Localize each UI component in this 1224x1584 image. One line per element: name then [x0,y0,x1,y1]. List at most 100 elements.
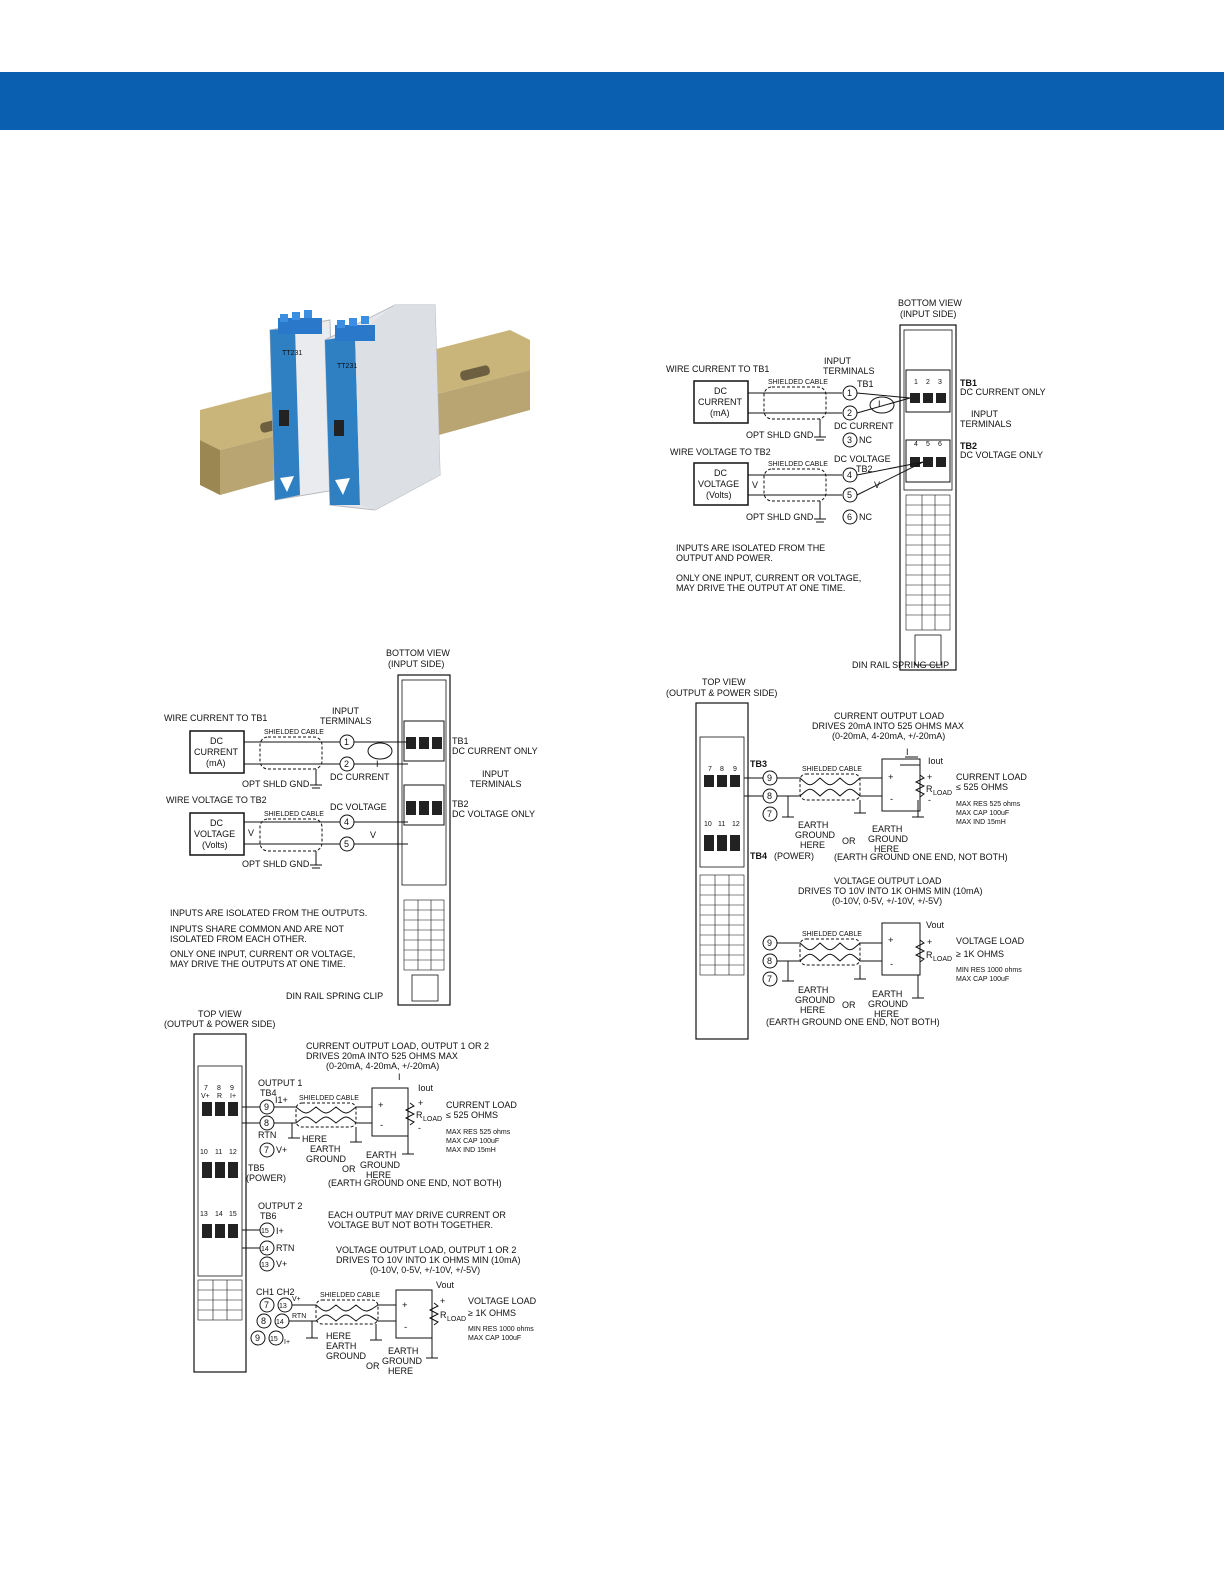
bl-current-load: CURRENT LOAD [446,1100,517,1110]
bl-power: (POWER) [246,1173,286,1183]
tb4-pin-12: 12 [732,821,740,828]
le-525-label: ≤ 525 OHMS [956,782,1008,792]
input-wiring-diagram-dual: BOTTOM VIEW (INPUT SIDE) TB1 DC CURRENT … [164,648,538,1006]
dc-current-box-3: (mA) [710,408,730,418]
shielded-label-6: SHIELDED CABLE [264,811,324,818]
svg-text:-: - [890,959,893,970]
bl-pin-9: 9 [230,1085,234,1092]
bl-earth-1: EARTH [310,1144,340,1154]
note-1b: OUTPUT AND POWER. [676,553,773,563]
shielded-cable-label-3: SHIELDED CABLE [802,766,862,773]
max-res-label: MAX RES 525 ohms [956,801,1021,808]
bl-pin-r: R [217,1093,222,1100]
dc-current-label: DC CURRENT [834,421,894,431]
svg-text:-: - [418,1123,421,1133]
tb2-pin-4: 4 [914,441,918,448]
term-4: 4 [847,470,852,480]
bl-cur-load-3: (0-20mA, 4-20mA, +/-20mA) [326,1061,439,1071]
bl-pin-10: 10 [200,1149,208,1156]
ml-note-2a: INPUTS SHARE COMMON AND ARE NOT [170,924,345,934]
bottom-view-label-2: BOTTOM VIEW [386,648,450,658]
bl-tb4: TB4 [260,1088,277,1098]
bl-pin-8: 8 [217,1085,221,1092]
bl-i1plus: I1+ [275,1095,288,1105]
bl-iout: Iout [418,1083,434,1093]
ml-opt-shld-2: OPT SHLD GND [242,859,310,869]
tb2-label: TB2 [960,441,977,451]
voltage-load-title-1: VOLTAGE OUTPUT LOAD [834,876,942,886]
bl-voltage-load: VOLTAGE LOAD [468,1296,537,1306]
din-rail-clip-label: DIN RAIL SPRING CLIP [852,660,949,670]
input-terminals-right-2: TERMINALS [960,419,1012,429]
max-cap-label-2: MAX CAP 100uF [956,976,1009,983]
svg-text:+: + [440,1296,445,1306]
wire-current-label: WIRE CURRENT TO TB1 [666,364,769,374]
module-a-label: TT231 [282,350,302,357]
tb4-pin-10: 10 [704,821,712,828]
opt-shld-gnd-2: OPT SHLD GND [746,512,814,522]
here-2: HERE [874,844,899,854]
one-end-2: (EARTH GROUND ONE END, NOT BOTH) [766,1017,940,1027]
min-res-label: MIN RES 1000 ohms [956,967,1022,974]
bl-vplus-2: V+ [276,1259,287,1269]
bl-cur-load-2: DRIVES 20mA INTO 525 OHMS MAX [306,1051,458,1061]
ml-v-source: V [248,828,254,838]
bl-volt-load-1: VOLTAGE OUTPUT LOAD, OUTPUT 1 OR 2 [336,1245,516,1255]
ground-1: GROUND [795,830,835,840]
tb2-label-2: TB2 [452,799,469,809]
bl-pin-iplus: I+ [230,1093,236,1100]
current-load-title-1: CURRENT OUTPUT LOAD [834,711,945,721]
rload-sub-2: LOAD [933,956,952,963]
bl-rtn-2: RTN [276,1243,294,1253]
bl-shielded-2: SHIELDED CABLE [320,1292,380,1299]
module-b-label: TT231 [337,363,357,370]
ml-note-3a: ONLY ONE INPUT, CURRENT OR VOLTAGE, [170,949,355,959]
v-source-label: V [752,480,758,490]
dc-box-a1: DC [210,736,223,746]
bl-tb5: TB5 [248,1163,265,1173]
bl-ground-1: GROUND [306,1154,346,1164]
terminals-right-2: TERMINALS [470,779,522,789]
bl-term-9: 9 [264,1102,269,1112]
earth-3: EARTH [798,985,828,995]
header-banner [0,72,1224,130]
v-arrow-label: V [874,480,880,490]
shielded-cable-label-2: SHIELDED CABLE [768,461,828,468]
earth-1: EARTH [798,820,828,830]
bl-or-1: OR [342,1164,356,1174]
ml-dc-voltage: DC VOLTAGE [330,802,387,812]
svg-text:-: - [928,795,931,805]
bl-pin-15: 15 [229,1211,237,1218]
svg-text:-: - [890,794,893,805]
tb1-inline: TB1 [857,379,874,389]
bl-here-4: HERE [388,1366,413,1376]
voltage-load-title-2: DRIVES TO 10V INTO 1K OHMS MIN (10mA) [798,886,983,896]
ml-opt-shld-1: OPT SHLD GND [242,779,310,789]
module-b: TT231 [280,304,441,511]
current-load-title-3: (0-20mA, 4-20mA, +/-20mA) [832,731,945,741]
bl-ground-2: GROUND [360,1160,400,1170]
tb1-label: TB1 [960,378,977,388]
ml-note-3b: MAY DRIVE THE OUTPUTS AT ONE TIME. [170,959,346,969]
bl-earth-3: EARTH [326,1341,356,1351]
here-1: HERE [800,840,825,850]
output-side-label: (OUTPUT & POWER SIDE) [666,688,777,698]
out-term-8: 8 [767,791,772,801]
one-end-1: (EARTH GROUND ONE END, NOT BOTH) [834,852,1008,862]
bl-ground-4: GROUND [382,1356,422,1366]
bl-v-iplus: I+ [284,1339,290,1346]
dc-box-b2: VOLTAGE [194,829,235,839]
bl-pin-13: 13 [200,1211,208,1218]
wire-voltage-label: WIRE VOLTAGE TO TB2 [670,447,771,457]
out-term-7: 7 [767,809,772,819]
bl-top-view: TOP VIEW [198,1009,242,1019]
bl-cur-load-1: CURRENT OUTPUT LOAD, OUTPUT 1 OR 2 [306,1041,489,1051]
svg-text:-: - [404,1322,407,1333]
bl-term-8: 8 [264,1118,269,1128]
ml-term-2: 2 [344,759,349,769]
ml-dc-current: DC CURRENT [330,772,390,782]
dc-box-a3: (mA) [206,758,226,768]
bl-rload-1: R [416,1110,423,1120]
svg-text:+: + [418,1098,423,1108]
bl-rload-sub-1: LOAD [423,1116,442,1123]
